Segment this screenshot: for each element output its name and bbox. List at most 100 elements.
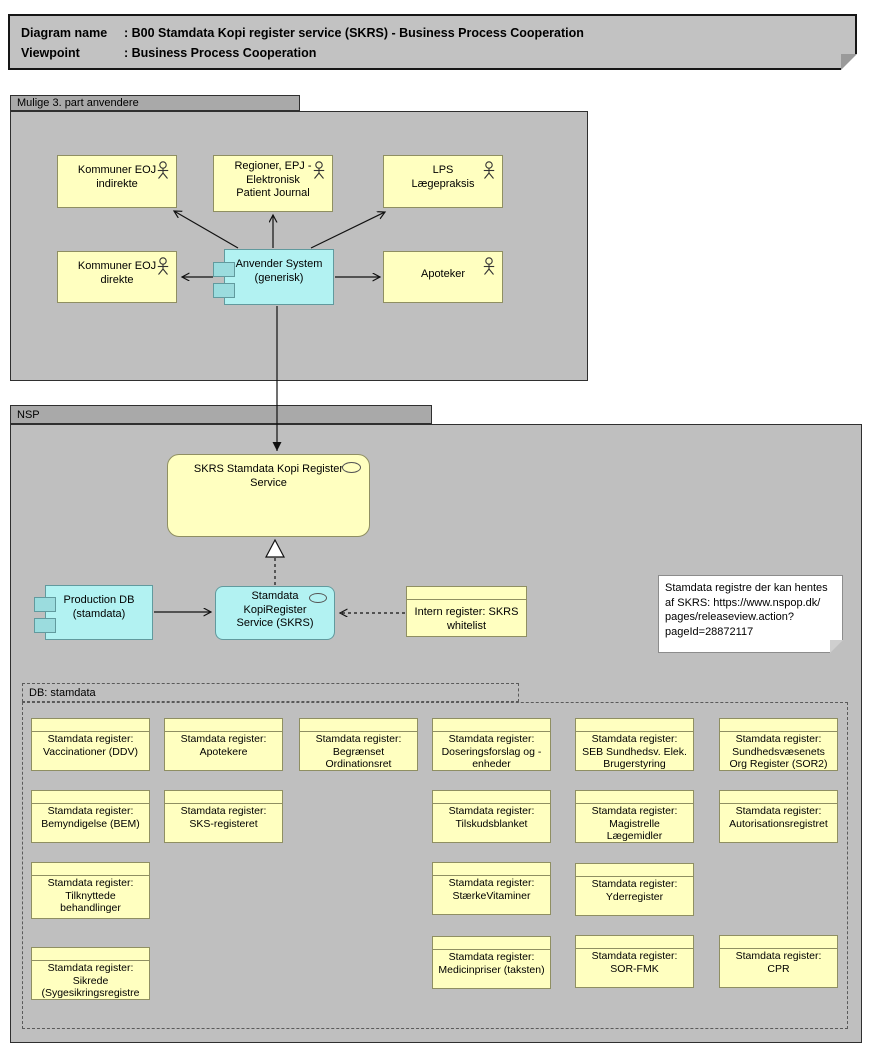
actor-label-line: Apoteker [420, 268, 466, 280]
title-block: Diagram name : B00 Stamdata Kopi registe… [8, 14, 857, 70]
actor-box-lps-laegepraksis: LPS Lægepraksis [383, 155, 503, 208]
register-name: Apotekere [199, 745, 248, 758]
note-line: pages/releaseview.action? [665, 611, 795, 623]
dataobject-label: Intern register: SKRS whitelist [414, 606, 519, 632]
actor-label-line: Regioner, EPJ - [234, 160, 312, 172]
register-name: Tilskudsblanket [455, 817, 528, 830]
register-box-cpr: Stamdata register: CPR [719, 935, 838, 988]
register-box-yderregister: Stamdata register: Yderregister [575, 863, 694, 916]
note-line: pageId=28872117 [665, 625, 754, 638]
register-box-seb-brugerstyring: Stamdata register: SEB Sundhedsv. Elek. … [575, 718, 694, 771]
group-nsp-label: NSP [17, 409, 40, 421]
register-box-doseringsforslag: Stamdata register: Doseringsforslag og -… [432, 718, 551, 771]
dataobject-strip-icon [300, 719, 417, 732]
actor-box-kommuner-eoj-direkte: Kommuner EOJ direkte [57, 251, 177, 303]
actor-label-line: Kommuner EOJ [77, 260, 157, 272]
register-prefix: Stamdata register: [315, 733, 402, 745]
actor-label-line: Lægepraksis [411, 177, 475, 190]
actor-icon [157, 161, 169, 179]
register-prefix: Stamdata register: [591, 805, 678, 817]
component-tab-icon [34, 597, 56, 612]
register-prefix: Stamdata register: [591, 950, 678, 962]
component-tab-icon [34, 618, 56, 633]
register-prefix: Stamdata register: [47, 962, 134, 974]
component-tab-icon [213, 283, 235, 298]
register-prefix: Stamdata register: [180, 805, 267, 817]
register-prefix: Stamdata register: [448, 805, 535, 817]
component-label-line: (generisk) [254, 271, 304, 284]
register-name: SKS-registeret [189, 817, 258, 830]
register-box-sor2: Stamdata register: Sundhedsvæsenets Org … [719, 718, 838, 771]
register-prefix: Stamdata register: [47, 733, 134, 745]
register-name: Yderregister [605, 890, 664, 903]
dataobject-strip-icon [576, 719, 693, 732]
component-tab-icon [213, 262, 235, 277]
dataobject-strip-icon [720, 791, 837, 804]
register-prefix: Stamdata register: [448, 733, 535, 745]
note-line: af SKRS: https://www.nspop.dk/ [665, 596, 821, 609]
service-label-line: Service [250, 476, 287, 489]
actor-icon [157, 257, 169, 275]
component-label-line: (stamdata) [72, 607, 126, 620]
register-prefix: Stamdata register: [735, 950, 822, 962]
register-name: Doseringsforslag og -enheder [441, 745, 542, 771]
register-box-apotekere: Stamdata register: Apotekere [164, 718, 283, 771]
title-fold-corner-icon [841, 54, 857, 70]
service-label-line: Stamdata [251, 590, 299, 602]
actor-icon [313, 161, 325, 179]
service-ellipse-icon [342, 462, 361, 473]
register-prefix: Stamdata register: [180, 733, 267, 745]
register-prefix: Stamdata register: [735, 805, 822, 817]
component-production-db: Production DB (stamdata) [34, 585, 153, 640]
dataobject-strip-icon [32, 791, 149, 804]
group-db-stamdata-tab: DB: stamdata [22, 683, 519, 702]
register-name: SOR-FMK [610, 962, 659, 975]
dataobject-intern-register-skrs-whitelist: Intern register: SKRS whitelist [406, 586, 527, 637]
component-anvender-system: Anvender System (generisk) [213, 249, 334, 305]
register-box-vaccinationer-ddv: Stamdata register: Vaccinationer (DDV) [31, 718, 150, 771]
dataobject-strip-icon [576, 936, 693, 949]
register-name: StærkeVitaminer [452, 889, 531, 902]
register-prefix: Stamdata register: [591, 733, 678, 745]
service-stamdata-kopiregister: Stamdata KopiRegister Service (SKRS) [215, 586, 335, 640]
register-name: Sundhedsvæsenets Org Register (SOR2) [729, 745, 828, 771]
register-prefix: Stamdata register: [591, 878, 678, 890]
register-name: Tilknyttede behandlinger [60, 889, 121, 915]
diagram-name-value: : B00 Stamdata Kopi register service (SK… [124, 26, 584, 40]
register-prefix: Stamdata register: [47, 877, 134, 889]
actor-label-line: Patient Journal [236, 187, 310, 199]
group-db-stamdata-label: DB: stamdata [29, 687, 96, 699]
register-box-tilskudsblanket: Stamdata register: Tilskudsblanket [432, 790, 551, 843]
register-name: Begrænset Ordinationsret [325, 745, 392, 771]
note-fold-corner-icon [830, 640, 843, 653]
register-box-autorisationsregistret: Stamdata register: Autorisationsregistre… [719, 790, 838, 843]
actor-label-line: LPS [432, 164, 454, 176]
actor-label-line: indirekte [96, 177, 138, 190]
group-nsp-tab: NSP [10, 405, 432, 424]
dataobject-strip-icon [165, 791, 282, 804]
dataobject-strip-icon [576, 791, 693, 804]
group-third-party-tab: Mulige 3. part anvendere [10, 95, 300, 111]
register-box-tilknyttede-behandlinger: Stamdata register: Tilknyttede behandlin… [31, 862, 150, 919]
component-label-line: Production DB [63, 594, 135, 606]
group-db-stamdata-body [22, 702, 848, 1029]
dataobject-strip-icon [32, 719, 149, 732]
register-box-staerkevitaminer: Stamdata register: StærkeVitaminer [432, 862, 551, 915]
service-ellipse-icon [309, 593, 327, 603]
register-box-sks-registeret: Stamdata register: SKS-registeret [164, 790, 283, 843]
dataobject-strip-icon [32, 863, 149, 876]
actor-icon [483, 257, 495, 275]
note-skrs-register-links: Stamdata registre der kan hentes af SKRS… [658, 575, 843, 653]
register-name: Medicinpriser (taksten) [438, 963, 545, 976]
dataobject-strip-icon [165, 719, 282, 732]
register-prefix: Stamdata register: [47, 805, 134, 817]
register-name: Sikrede (Sygesikringsregistre [41, 974, 140, 1000]
actor-label-line: Elektronisk [246, 173, 300, 186]
service-label-line: Service (SKRS) [236, 617, 314, 629]
viewpoint-value: : Business Process Cooperation [124, 46, 317, 60]
actor-box-apoteker: Apoteker [383, 251, 503, 303]
diagram-name-row: Diagram name : B00 Stamdata Kopi registe… [21, 23, 855, 43]
note-line: Stamdata registre der kan hentes [665, 582, 828, 594]
register-box-medicinpriser: Stamdata register: Medicinpriser (takste… [432, 936, 551, 989]
